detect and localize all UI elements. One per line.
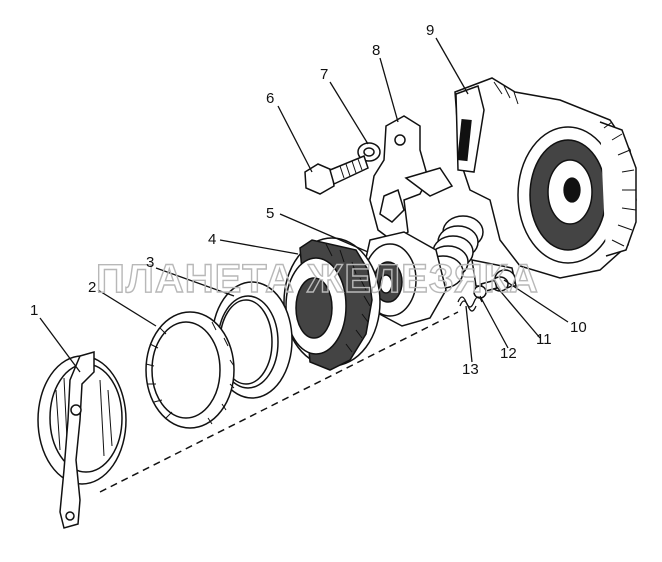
callout-9: 9 — [426, 22, 434, 39]
callout-12: 12 — [500, 345, 517, 362]
callout-5: 5 — [266, 205, 274, 222]
part-1-cover-lever — [37, 351, 127, 529]
part-8-bracket — [369, 115, 454, 243]
callout-11: 11 — [536, 331, 552, 348]
part-6-bolt — [304, 155, 369, 195]
part-2-spring-plate — [145, 311, 235, 429]
callout-10: 10 — [570, 319, 587, 336]
callout-labels: 1 2 3 4 5 6 7 8 9 10 11 12 13 — [30, 22, 587, 378]
callout-13: 13 — [462, 361, 479, 378]
assembly-axis-dashed-line — [99, 311, 459, 493]
part-4-gear — [283, 237, 381, 371]
callout-4: 4 — [208, 231, 216, 248]
callout-7: 7 — [320, 66, 328, 83]
part-9-housing — [454, 77, 637, 279]
callout-1: 1 — [30, 302, 38, 319]
callout-6: 6 — [266, 90, 274, 107]
callout-2: 2 — [88, 279, 96, 296]
callout-3: 3 — [146, 254, 154, 271]
part-13-spring — [457, 296, 483, 312]
watermark-text: ПЛАНЕТА ЖЕЛЕЗЯКА — [96, 257, 539, 301]
callout-8: 8 — [372, 42, 380, 59]
leader-lines — [39, 37, 569, 373]
